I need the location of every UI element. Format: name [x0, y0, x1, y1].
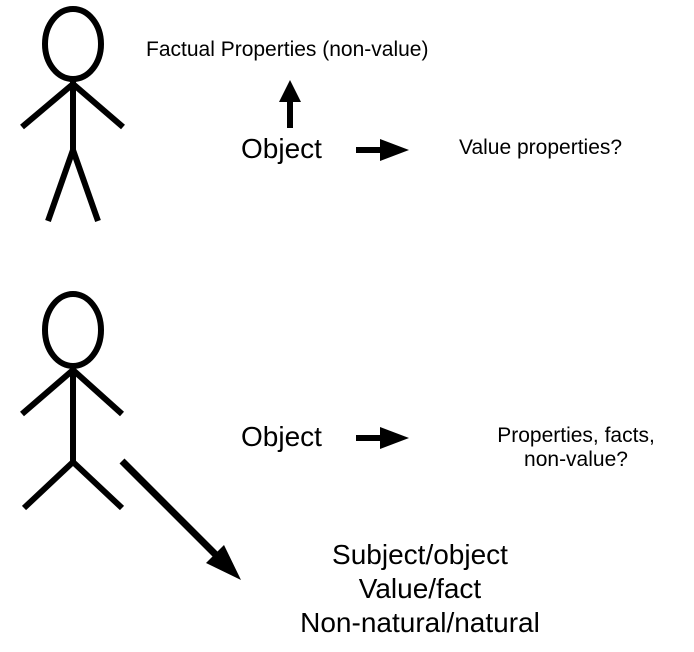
properties-facts-line: Properties, facts,: [497, 424, 655, 447]
arrow-right-icon: [356, 139, 409, 161]
figure-right-leg: [70, 459, 125, 511]
figure-left-leg: [45, 149, 76, 222]
stick-figure-bottom-icon: [20, 291, 125, 511]
dichotomies-label: Subject/object Value/fact Non-natural/na…: [230, 538, 610, 640]
arrow-right-icon: [356, 427, 409, 449]
object-label-bottom: Object: [241, 421, 322, 452]
factual-properties-label: Factual Properties (non-value): [146, 38, 429, 61]
properties-facts-line: non-value?: [524, 448, 628, 472]
properties-facts-label: Properties, facts, non-value?: [458, 424, 694, 472]
dichotomy-line: Non-natural/natural: [300, 607, 540, 639]
figure-left-arm: [20, 367, 75, 417]
figure-right-arm: [71, 81, 125, 130]
value-properties-label: Value properties?: [459, 136, 623, 159]
figure-right-leg: [70, 149, 101, 222]
arrow-up-icon: [279, 80, 301, 128]
arrow-diagonal-icon: [119, 458, 241, 580]
figure-left-arm: [20, 81, 75, 130]
dichotomy-line: Subject/object: [332, 539, 508, 570]
figure-right-arm: [70, 367, 125, 417]
dichotomy-line: Value/fact: [358, 573, 482, 605]
stick-figure-top-icon: [20, 6, 125, 222]
figure-head: [42, 6, 104, 82]
object-label-top: Object: [241, 133, 322, 164]
figure-head: [42, 291, 104, 369]
figure-left-leg: [21, 459, 76, 511]
